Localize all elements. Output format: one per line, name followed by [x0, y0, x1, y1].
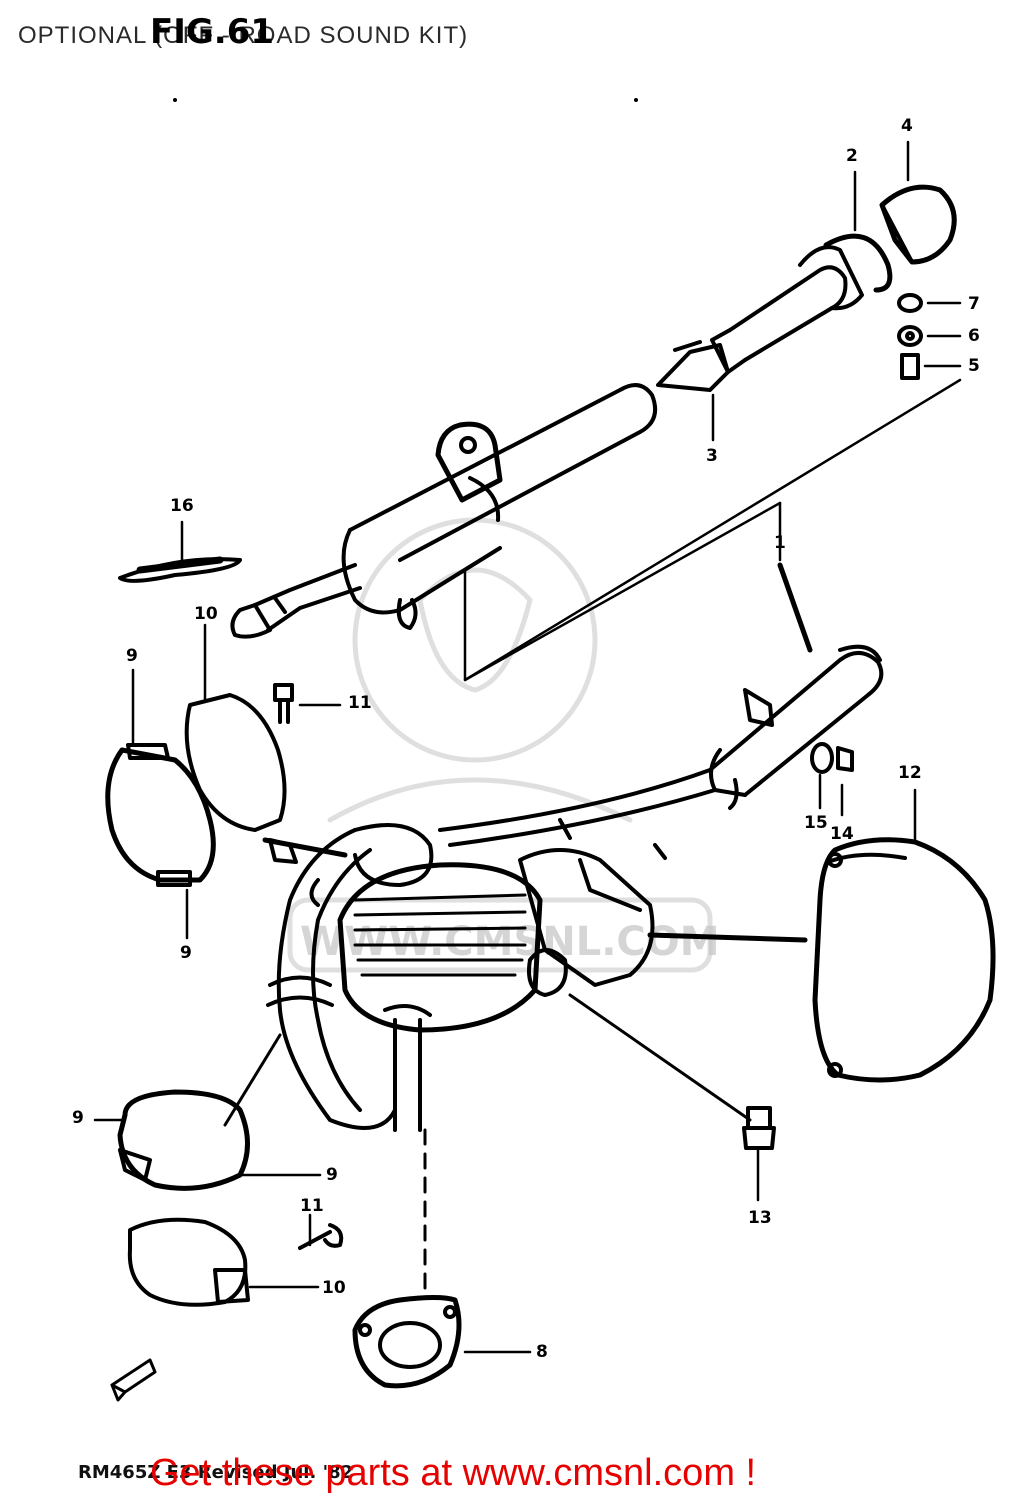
callout-12: 12 — [898, 763, 922, 783]
callout-5: 5 — [968, 356, 980, 376]
callout-10-lower: 10 — [322, 1278, 346, 1298]
callout-10-upper: 10 — [194, 604, 218, 624]
callout-6: 6 — [968, 326, 980, 346]
callout-9-upper-b: 9 — [180, 943, 192, 963]
tail-pipe-assembly — [656, 184, 957, 392]
callout-9-lower-a: 9 — [72, 1108, 84, 1128]
callout-4: 4 — [901, 116, 913, 136]
callout-11-upper: 11 — [348, 693, 372, 713]
watermark-text: WWW.CMSNL.COM — [300, 919, 720, 965]
callout-9-upper-a: 9 — [126, 646, 138, 666]
spring — [118, 556, 242, 583]
diagram-subtitle: OPTIONAL (OFF - ROAD SOUND KIT) — [18, 22, 469, 49]
callout-15: 15 — [804, 813, 828, 833]
callout-9-lower-b: 9 — [326, 1165, 338, 1185]
clamp-group-lower — [117, 1089, 344, 1307]
leader-lines — [93, 140, 962, 1354]
side-cover — [812, 837, 996, 1083]
exhaust-flange — [352, 1295, 462, 1389]
callout-11-lower: 11 — [300, 1196, 324, 1216]
engine-cylinder — [266, 823, 655, 1132]
bolt-upper — [273, 683, 294, 724]
bolt-13 — [742, 1106, 776, 1150]
callout-3: 3 — [706, 446, 718, 466]
callout-13: 13 — [748, 1208, 772, 1228]
front-arrow-icon — [110, 1358, 157, 1402]
revision-code: RM465Z E3 Revised Jul. '82 — [78, 1462, 354, 1483]
callout-16: 16 — [170, 496, 194, 516]
washer-and-nut — [810, 742, 854, 774]
callout-14: 14 — [830, 824, 854, 844]
clamp-group-upper — [105, 693, 298, 887]
callout-8: 8 — [536, 1342, 548, 1362]
upper-silencer — [230, 383, 657, 639]
parts-link[interactable]: Get these parts at www.cmsnl.com ! — [150, 1452, 757, 1494]
callout-1: 1 — [774, 533, 786, 553]
figure-number: FIG.61 — [150, 12, 275, 52]
callout-2: 2 — [846, 146, 858, 166]
callout-7: 7 — [968, 294, 980, 314]
lower-silencer — [438, 644, 884, 860]
